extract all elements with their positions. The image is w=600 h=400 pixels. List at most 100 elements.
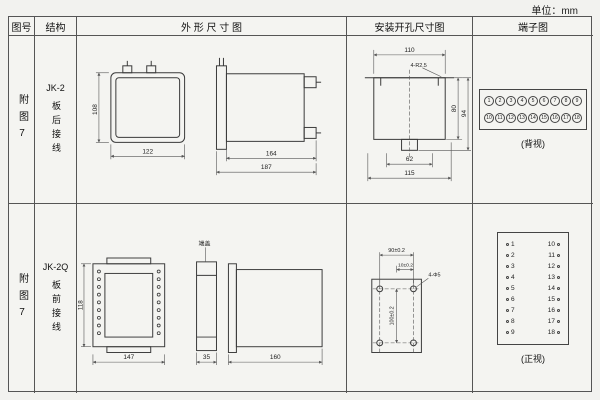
terminal-pair: 7 16 — [506, 306, 560, 315]
side-view-body — [227, 263, 323, 353]
mounting-drawing-jk2: 110 4-R2.5 80 94 62 115 — [364, 47, 472, 182]
fig-no-label: 附图7 — [16, 93, 28, 146]
terminal-dot-icon — [506, 265, 509, 268]
terminal-dot-icon — [506, 298, 509, 301]
terminal-pin: 4 — [517, 96, 527, 106]
terminal-box-rear: 1 2 3 4 5 6 7 8 9 10 11 12 13 14 15 — [479, 89, 587, 130]
terminal-number: 3 — [511, 263, 515, 270]
terminal-number: 7 — [511, 307, 515, 314]
terminal-pin: 9 — [572, 96, 582, 106]
terminal-row-bottom: 10 11 12 13 14 15 16 17 18 — [484, 113, 582, 123]
front-view-body — [92, 257, 166, 353]
terminal-pin: 16 — [550, 113, 560, 123]
dim-inner-height: 80 — [451, 105, 458, 113]
outline-drawing-jk2: 108 122 164 187 — [92, 57, 322, 176]
terminal-pin: 8 — [561, 96, 571, 106]
view-label-front: (正视) — [521, 354, 545, 364]
terminal-number: 2 — [511, 252, 515, 259]
terminal-dot-icon — [506, 309, 509, 312]
dimension-lines — [379, 252, 429, 344]
terminal-number: 6 — [511, 296, 515, 303]
terminal-pin: 12 — [506, 113, 516, 123]
terminal-number: 14 — [547, 285, 555, 292]
outline-drawing-jk2q: 118 147 端盖 35 160 — [77, 240, 323, 366]
dim-width-1: 122 — [142, 148, 153, 155]
dim-width-1: 147 — [123, 354, 134, 361]
terminal-dot-icon — [557, 331, 560, 334]
terminal-pin: 1 — [484, 96, 494, 106]
terminal-number: 9 — [511, 329, 515, 336]
dimension-lines — [80, 247, 323, 366]
terminal-dot-icon — [557, 243, 560, 246]
wiring-label-jk2: 板后接线 — [51, 100, 61, 157]
row1-structure-cell: JK-2 板后接线 — [35, 36, 77, 204]
dim-vertical-spacing: 100±0.2 — [390, 306, 396, 325]
row2-fig-no-cell: 附图7 — [9, 204, 35, 393]
cover-label: 端盖 — [199, 240, 211, 248]
terminal-row-top: 1 2 3 4 5 6 7 8 9 — [484, 96, 582, 106]
col-header-mounting: 安装开孔尺寸图 — [347, 17, 473, 36]
terminal-number: 11 — [548, 252, 555, 259]
dim-height: 118 — [77, 300, 84, 310]
col-header-structure: 结构 — [35, 17, 77, 36]
terminal-pin: 13 — [517, 113, 527, 123]
dimension-labels: 90±0.2 10±0.2 4-Φ5 100±0.2 — [388, 248, 440, 325]
dimension-labels: 110 4-R2.5 80 94 62 115 — [404, 47, 468, 177]
terminal-number: 12 — [547, 263, 555, 270]
cover-side-view — [196, 261, 217, 352]
dim-outer-height: 94 — [461, 110, 468, 118]
dim-offset: 10±0.2 — [398, 263, 413, 269]
terminal-pin: 3 — [506, 96, 516, 106]
terminal-pair: 3 12 — [506, 262, 560, 271]
model-label-jk2q: JK-2Q — [42, 261, 69, 272]
view-label-rear: (背视) — [521, 139, 545, 149]
dim-depth-outer: 187 — [261, 164, 272, 171]
terminal-dot-icon — [506, 254, 509, 257]
terminal-number: 13 — [547, 274, 555, 281]
hole-note: 4-R2.5 — [410, 63, 426, 69]
terminal-pin: 17 — [561, 113, 571, 123]
terminal-dot-icon — [557, 265, 560, 268]
hole-note: 4-Φ5 — [428, 272, 440, 278]
terminal-dot-icon — [506, 331, 509, 334]
dim-height: 108 — [92, 104, 99, 115]
terminal-number: 18 — [547, 329, 555, 336]
col-header-terminal: 端子图 — [473, 17, 593, 36]
terminal-pin: 10 — [484, 113, 494, 123]
terminal-pin: 15 — [539, 113, 549, 123]
terminal-pair: 5 14 — [506, 284, 560, 293]
terminal-pin: 7 — [550, 96, 560, 106]
terminal-number: 17 — [547, 318, 555, 325]
fig-no-label: 附图7 — [16, 272, 28, 325]
row1-mounting-cell: 110 4-R2.5 80 94 62 115 — [347, 36, 473, 204]
dim-depth: 160 — [270, 354, 281, 361]
dim-bottom-2: 115 — [404, 170, 415, 177]
terminal-pair: 9 18 — [506, 328, 560, 337]
row1-fig-no-cell: 附图7 — [9, 36, 35, 204]
bracket-outline — [371, 278, 422, 353]
terminal-dot-icon — [557, 320, 560, 323]
terminal-dot-icon — [506, 320, 509, 323]
terminal-pin: 14 — [528, 113, 538, 123]
unit-label: 单位：mm — [531, 6, 578, 17]
row1-terminal-cell: 1 2 3 4 5 6 7 8 9 10 11 12 13 14 15 — [473, 36, 593, 204]
dimension-lines — [95, 72, 317, 176]
terminal-dot-icon — [557, 309, 560, 312]
mounting-drawing-jk2q: 90±0.2 10±0.2 4-Φ5 100±0.2 — [371, 248, 441, 353]
col-header-fig-no: 图号 — [9, 17, 35, 36]
terminal-number: 16 — [547, 307, 555, 314]
dim-top-width: 110 — [404, 47, 415, 54]
terminal-dot-icon — [557, 287, 560, 290]
terminal-pin: 2 — [495, 96, 505, 106]
terminal-number: 5 — [511, 285, 515, 292]
row2-mounting-cell: 90±0.2 10±0.2 4-Φ5 100±0.2 — [347, 204, 473, 393]
terminal-dot-icon — [557, 276, 560, 279]
terminal-dot-icon — [506, 287, 509, 290]
